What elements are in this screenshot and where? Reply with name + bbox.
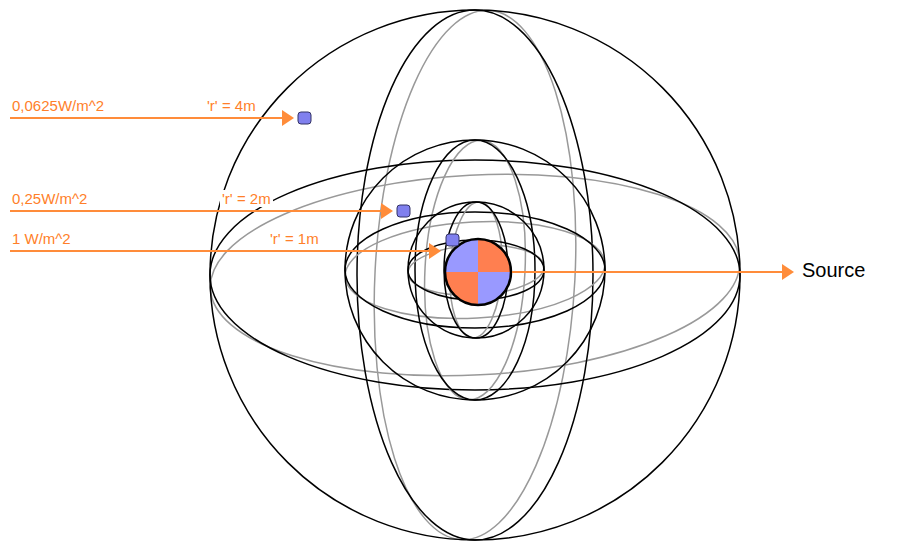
sphere-latitude xyxy=(205,161,745,388)
source-symbol xyxy=(445,239,511,305)
radius-value: 'r' = 4m xyxy=(205,97,258,114)
sphere-meridian xyxy=(415,140,535,400)
leader-line xyxy=(10,210,383,212)
area-patch xyxy=(397,205,410,217)
radius-value: 'r' = 1m xyxy=(268,230,321,247)
intensity-value: 0,0625W/m^2 xyxy=(10,97,106,114)
leader-line xyxy=(512,271,784,273)
sphere-outline xyxy=(408,202,544,338)
source-outline xyxy=(445,239,511,305)
intensity-value: 1 W/m^2 xyxy=(10,230,73,247)
area-patch xyxy=(298,112,311,124)
sphere-outline xyxy=(345,140,605,400)
sphere-outline xyxy=(210,10,740,540)
sphere-meridian xyxy=(418,138,531,403)
sphere-meridian xyxy=(357,10,593,540)
leader-line xyxy=(10,250,431,252)
arrow-head xyxy=(429,243,441,259)
radius-value: 'r' = 2m xyxy=(220,190,273,207)
source-label: Source xyxy=(800,259,867,282)
sphere-latitude xyxy=(343,215,608,324)
area-patch xyxy=(446,234,459,246)
sphere-latitude xyxy=(210,160,740,390)
sphere-meridian xyxy=(361,5,588,542)
arrow-head xyxy=(381,203,393,219)
arrow-head xyxy=(782,264,794,280)
intensity-value: 0,25W/m^2 xyxy=(10,190,89,207)
leader-line xyxy=(10,117,284,119)
arrow-head xyxy=(282,110,294,126)
sphere-latitude xyxy=(345,212,605,328)
